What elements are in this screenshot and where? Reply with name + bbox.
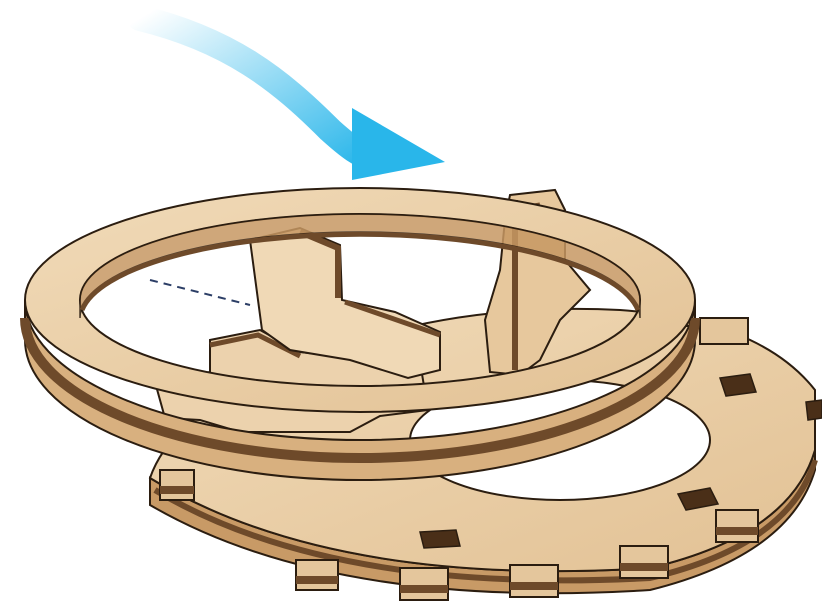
direction-arrow: [140, 18, 445, 180]
arrow-head: [352, 108, 445, 180]
alignment-guide-line: [150, 280, 250, 305]
